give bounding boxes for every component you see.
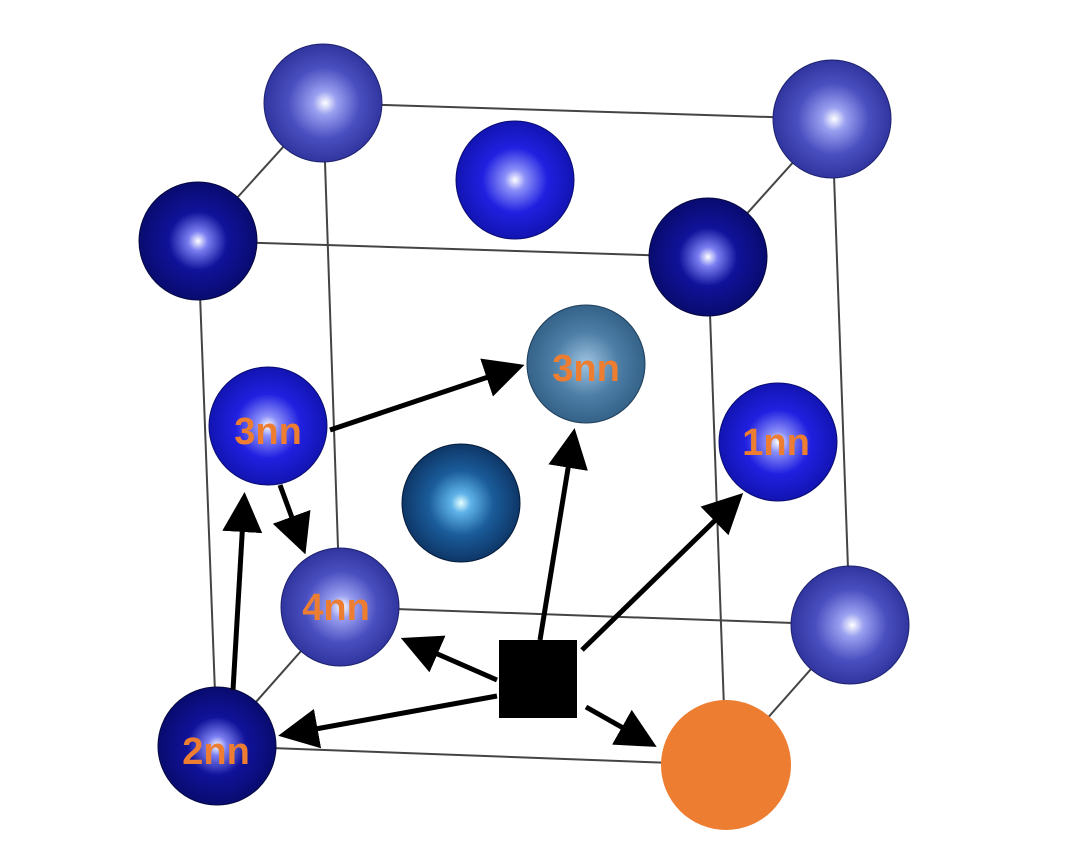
atom-1nn — [718, 382, 838, 502]
atom-top-face-center — [455, 120, 575, 240]
atom-bottom-back-right — [790, 565, 910, 685]
label-1nn: 1nn — [742, 422, 810, 464]
arrow-vacancy-to-3nn-center — [537, 428, 588, 641]
arrow-3nn-left-to-4nn — [272, 484, 311, 555]
atom-2nn — [157, 686, 277, 806]
atom-body-center — [401, 443, 521, 563]
label-3nn-center: 3nn — [552, 348, 620, 390]
label-2nn: 2nn — [182, 731, 250, 773]
arrow-3nn-left-to-3nn-center — [329, 358, 525, 433]
label-3nn-left: 3nn — [234, 411, 302, 453]
arrow-2nn-to-3nn-left — [222, 492, 263, 691]
atoms — [138, 43, 910, 830]
atom-top-back-right — [772, 59, 892, 179]
arrow-vacancy-to-4nn — [400, 635, 499, 683]
atom-4nn — [280, 547, 400, 667]
neighbor-labels: 3nn 3nn 1nn 4nn 2nn — [182, 348, 810, 773]
atom-top-front-right — [648, 197, 768, 317]
arrow-vacancy-to-2nn — [278, 693, 498, 749]
atom-top-back-left — [263, 43, 383, 163]
arrow-vacancy-to-1nn — [580, 493, 744, 652]
solute-atom — [661, 700, 791, 830]
jump-arrows — [222, 358, 744, 749]
arrow-vacancy-to-solute — [584, 704, 657, 747]
atom-face-center-3nn — [526, 304, 646, 424]
atom-left-face-3nn — [208, 366, 328, 486]
vacancy-square — [499, 640, 577, 718]
label-4nn: 4nn — [302, 587, 370, 629]
atom-top-front-left — [138, 181, 258, 301]
